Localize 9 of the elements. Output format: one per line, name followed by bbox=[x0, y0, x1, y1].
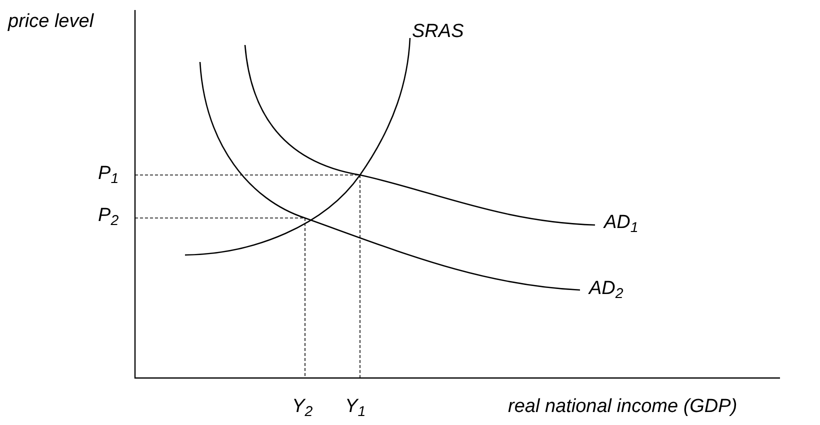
axis-label: real national income (GDP) bbox=[508, 397, 738, 416]
price-label: P$_{2}$ bbox=[98, 206, 119, 225]
price-label: P$_{1}$ bbox=[98, 164, 119, 183]
curve-label: AD$_{1}$ bbox=[604, 213, 638, 232]
label-text: price level bbox=[8, 12, 94, 31]
curve-label: AD$_{2}$ bbox=[589, 279, 624, 298]
income-label: Y$_{2}$ bbox=[292, 397, 313, 416]
income-label: Y$_{1}$ bbox=[345, 397, 366, 416]
curve-label: SRAS bbox=[412, 22, 464, 41]
